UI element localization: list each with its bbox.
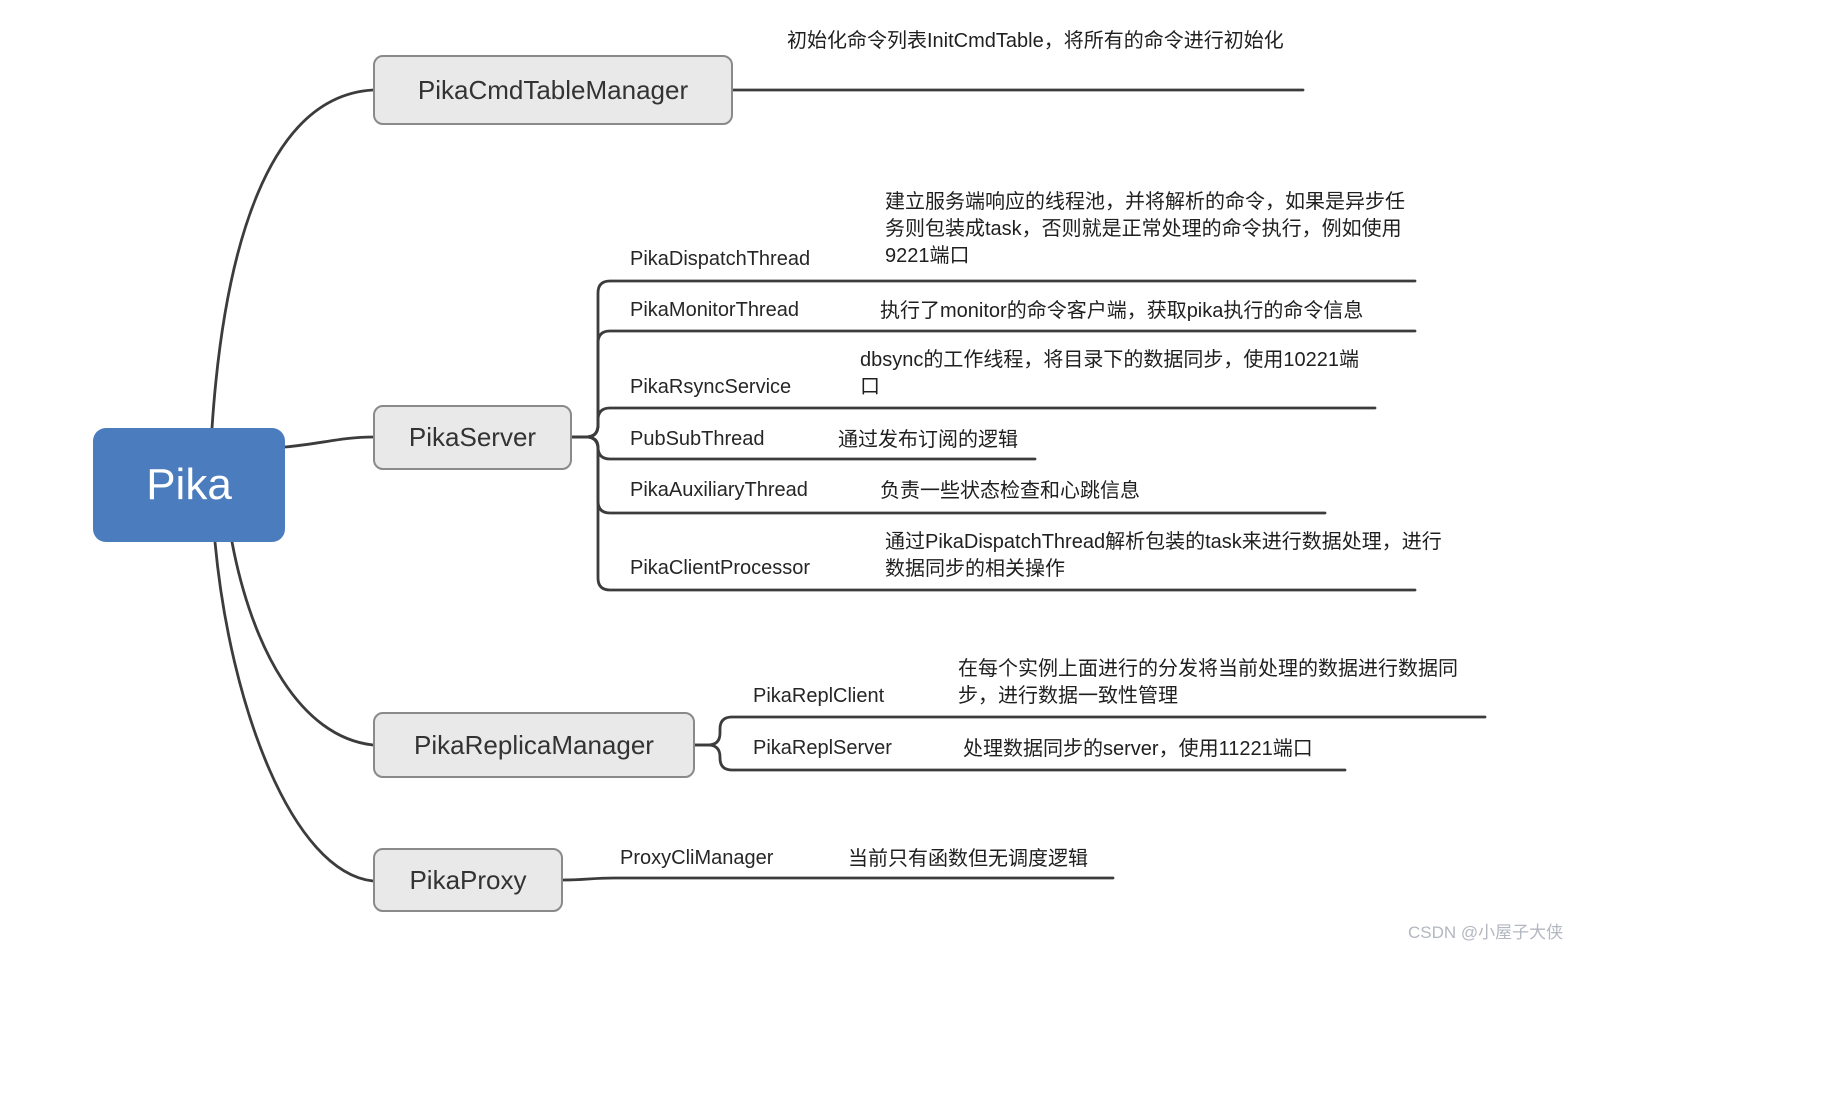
note-pikaauxiliarythread: 负责一些状态检查和心跳信息 bbox=[880, 480, 1140, 502]
node-pikaserver[interactable]: PikaServer bbox=[373, 405, 572, 470]
note-pikareplserver: 处理数据同步的server，使用11221端口 bbox=[963, 738, 1313, 760]
node-pika[interactable]: Pika bbox=[93, 428, 285, 542]
node-pikaclientprocessor[interactable]: PikaClientProcessor bbox=[630, 557, 811, 579]
node-pikaproxy[interactable]: PikaProxy bbox=[373, 848, 563, 912]
edge-replica-replserver bbox=[693, 743, 1347, 772]
node-pikareplclient[interactable]: PikaReplClient bbox=[753, 685, 885, 707]
note-pikacmdtablemanager: 初始化命令列表InitCmdTable，将所有的命令进行初始化 bbox=[787, 30, 1284, 52]
node-pikadispatchthread[interactable]: PikaDispatchThread bbox=[630, 248, 811, 270]
note-pikadispatchthread: 建立服务端响应的线程池，并将解析的命令，如果是异步任务则包装成task，否则就是… bbox=[885, 191, 1405, 267]
edge-root-to-pikaproxy bbox=[213, 540, 375, 883]
note-proxyclimanager: 当前只有函数但无调度逻辑 bbox=[848, 848, 1088, 870]
node-pikacmdtablemanager[interactable]: PikaCmdTableManager bbox=[373, 55, 733, 125]
note-pikareplclient: 在每个实例上面进行的分发将当前处理的数据进行数据同步，进行数据一致性管理 bbox=[958, 658, 1458, 707]
note-pubsubthread: 通过发布订阅的逻辑 bbox=[838, 429, 1018, 451]
watermark: CSDN @小屋子大侠 bbox=[1408, 923, 1564, 942]
edge-proxy-proxyclimanager bbox=[561, 876, 1115, 882]
note-pikamonitorthread: 执行了monitor的命令客户端，获取pika执行的命令信息 bbox=[880, 300, 1364, 322]
edge-root-to-pikaserver bbox=[283, 435, 375, 449]
node-pikareplserver[interactable]: PikaReplServer bbox=[753, 737, 892, 759]
node-pubsubthread[interactable]: PubSubThread bbox=[630, 428, 765, 450]
node-proxyclimanager[interactable]: ProxyCliManager bbox=[620, 847, 774, 869]
node-pikamonitorthread[interactable]: PikaMonitorThread bbox=[630, 299, 799, 321]
node-pikaauxiliarythread[interactable]: PikaAuxiliaryThread bbox=[630, 479, 808, 501]
edge-root-to-cmdtablemanager bbox=[210, 88, 375, 430]
edge-root-to-replicamanager bbox=[230, 540, 375, 747]
edge-server-clientprocessor bbox=[570, 435, 1417, 592]
note-pikaclientprocessor: 通过PikaDispatchThread解析包装的task来进行数据处理，进行数… bbox=[885, 531, 1442, 580]
node-pikarsyncservice[interactable]: PikaRsyncService bbox=[630, 376, 792, 398]
note-pikarsyncservice: dbsync的工作线程，将目录下的数据同步，使用10221端口 bbox=[860, 349, 1359, 398]
node-pikareplicamanager[interactable]: PikaReplicaManager bbox=[373, 712, 695, 778]
